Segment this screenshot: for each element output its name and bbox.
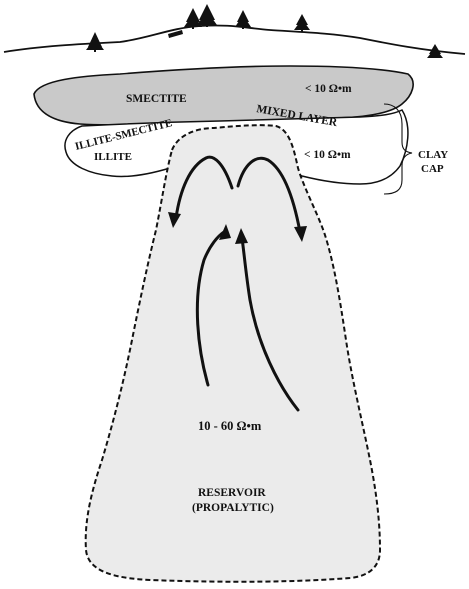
clay-cap-label-line1: CLAY [418, 149, 448, 161]
tree-icon [294, 14, 310, 32]
tree-icon [197, 4, 217, 27]
reservoir-label: RESERVOIR [198, 487, 266, 499]
clay-cap-label-line2: CAP [421, 163, 444, 175]
smectite-label: SMECTITE [126, 93, 187, 105]
smectite-layer [34, 66, 413, 125]
ground-surface [4, 25, 465, 54]
tree-icon [235, 10, 251, 29]
tree-icon [86, 32, 104, 52]
smectite-resistivity-label: < 10 Ω•m [305, 83, 352, 95]
tree-icon [184, 8, 202, 29]
mixed-resistivity-label: < 10 Ω•m [304, 149, 351, 161]
reservoir-resistivity-label: 10 - 60 Ω•m [198, 419, 262, 433]
illite-label: ILLITE [94, 151, 132, 163]
reservoir-type-label: (PROPALYTIC) [192, 502, 274, 514]
